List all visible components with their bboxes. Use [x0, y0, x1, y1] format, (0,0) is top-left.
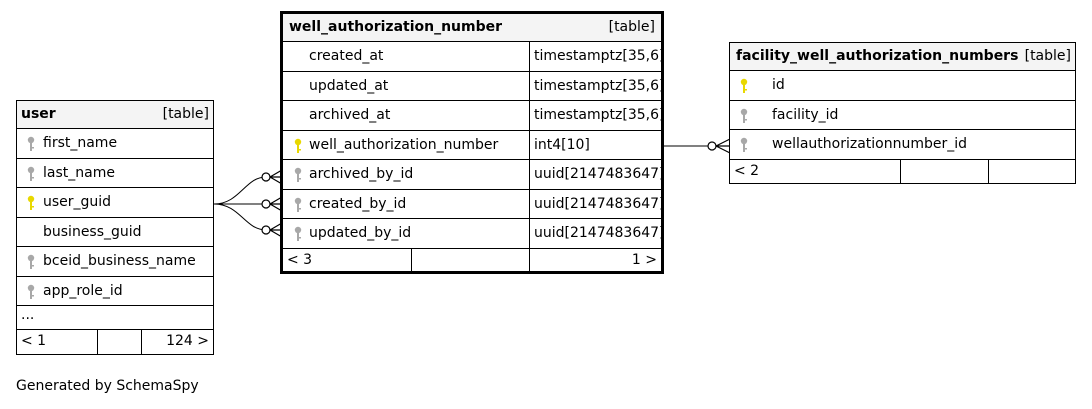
- table-footer: < 2: [730, 159, 1075, 184]
- foreign-key-icon: [294, 226, 302, 241]
- column-row[interactable]: created_by_id uuid[2147483647]: [283, 189, 665, 219]
- column-row[interactable]: updated_at timestamptz[35,6]: [283, 71, 664, 101]
- foreign-key-icon: [294, 167, 302, 182]
- zero-marker: [707, 141, 717, 151]
- column-type: timestamptz[35,6]: [529, 101, 664, 130]
- column-row[interactable]: created_at timestamptz[35,6]: [283, 42, 664, 72]
- column-name: created_at: [309, 48, 384, 64]
- table-user[interactable]: user [table] first_name last_name user_g…: [16, 100, 214, 355]
- column-name: archived_at: [309, 107, 391, 123]
- column-row[interactable]: updated_by_id uuid[2147483647]: [283, 219, 665, 249]
- column-row[interactable]: business_guid: [17, 218, 213, 247]
- foreign-key-icon: [27, 254, 35, 269]
- column-row[interactable]: bceid_business_name: [17, 247, 213, 277]
- column-row[interactable]: facility_id: [730, 101, 1075, 130]
- table-facility-well-authorization-numbers[interactable]: facility_well_authorization_numbers [tab…: [729, 42, 1076, 184]
- column-type: int4[10]: [529, 130, 661, 159]
- primary-key-icon: [294, 138, 302, 153]
- footer-cell: [411, 248, 529, 273]
- link-user-archived-by: [213, 176, 267, 205]
- column-row[interactable]: archived_by_id uuid[2147483647]: [283, 160, 665, 190]
- footer-cell: [97, 330, 141, 354]
- more-columns-text: ...: [21, 307, 35, 323]
- foreign-key-icon: [740, 108, 748, 123]
- column-row[interactable]: id: [730, 71, 1075, 101]
- foreign-key-icon: [27, 136, 35, 151]
- column-name: first_name: [43, 135, 118, 151]
- column-row[interactable]: wellauthorizationnumber_id: [730, 130, 1075, 160]
- table-kind: [table]: [608, 19, 655, 35]
- table-name: well_authorization_number: [289, 19, 503, 35]
- column-row[interactable]: user_guid: [17, 188, 213, 218]
- column-type: timestamptz[35,6]: [529, 42, 664, 71]
- column-name: updated_by_id: [309, 225, 412, 241]
- column-name: last_name: [43, 164, 115, 181]
- column-type: uuid[2147483647]: [529, 189, 665, 218]
- column-name: app_role_id: [43, 282, 123, 299]
- primary-key-icon: [740, 78, 748, 93]
- column-row[interactable]: well_authorization_number int4[10]: [283, 130, 661, 160]
- table-name: user: [21, 106, 56, 122]
- column-row[interactable]: app_role_id: [17, 277, 213, 306]
- table-header: user [table]: [17, 101, 213, 129]
- foreign-key-icon: [740, 137, 748, 152]
- column-row[interactable]: first_name: [17, 129, 213, 159]
- column-name: wellauthorizationnumber_id: [772, 136, 968, 152]
- column-name: facility_id: [772, 106, 839, 123]
- column-type: uuid[2147483647]: [529, 160, 665, 189]
- zero-marker: [261, 172, 271, 182]
- column-name: created_by_id: [309, 195, 407, 212]
- footer-cell: [988, 159, 1075, 184]
- table-header: well_authorization_number [table]: [283, 14, 661, 42]
- column-row[interactable]: archived_at timestamptz[35,6]: [283, 101, 664, 131]
- column-name: id: [772, 77, 785, 93]
- foreign-key-icon: [294, 197, 302, 212]
- table-name: facility_well_authorization_numbers: [736, 48, 1019, 64]
- column-name: business_guid: [43, 223, 142, 240]
- zero-marker: [261, 225, 271, 235]
- column-row[interactable]: last_name: [17, 159, 213, 188]
- primary-key-icon: [27, 195, 35, 210]
- column-name: well_authorization_number: [309, 136, 499, 153]
- column-name: user_guid: [43, 194, 112, 210]
- column-type: timestamptz[35,6]: [529, 71, 664, 100]
- crowfoot-marker: [715, 138, 731, 154]
- table-footer: < 3 1 >: [283, 248, 661, 273]
- column-name: bceid_business_name: [43, 253, 196, 269]
- column-type: uuid[2147483647]: [529, 219, 665, 248]
- children-count[interactable]: 1 >: [631, 251, 657, 268]
- more-columns: ...: [17, 306, 213, 330]
- column-name: archived_by_id: [309, 166, 414, 182]
- table-well-authorization-number[interactable]: well_authorization_number [table] create…: [280, 11, 665, 274]
- table-footer: < 1 124 >: [17, 330, 213, 354]
- parents-count[interactable]: < 1: [21, 333, 47, 349]
- foreign-key-icon: [27, 166, 35, 181]
- link-user-updated-by: [213, 203, 267, 231]
- foreign-key-icon: [27, 284, 35, 299]
- footer-cell: 124 >: [141, 330, 213, 354]
- table-kind: [table]: [162, 106, 209, 122]
- zero-marker: [261, 199, 271, 209]
- parents-count[interactable]: < 2: [734, 162, 760, 179]
- children-count[interactable]: 124 >: [166, 333, 209, 349]
- table-header: facility_well_authorization_numbers [tab…: [730, 43, 1075, 71]
- column-name: updated_at: [309, 77, 389, 94]
- footer-cell: 1 >: [529, 248, 661, 273]
- generator-credit: Generated by SchemaSpy: [16, 378, 199, 394]
- table-kind: [table]: [1024, 48, 1071, 64]
- footer-cell: [900, 159, 988, 184]
- parents-count[interactable]: < 3: [287, 251, 313, 268]
